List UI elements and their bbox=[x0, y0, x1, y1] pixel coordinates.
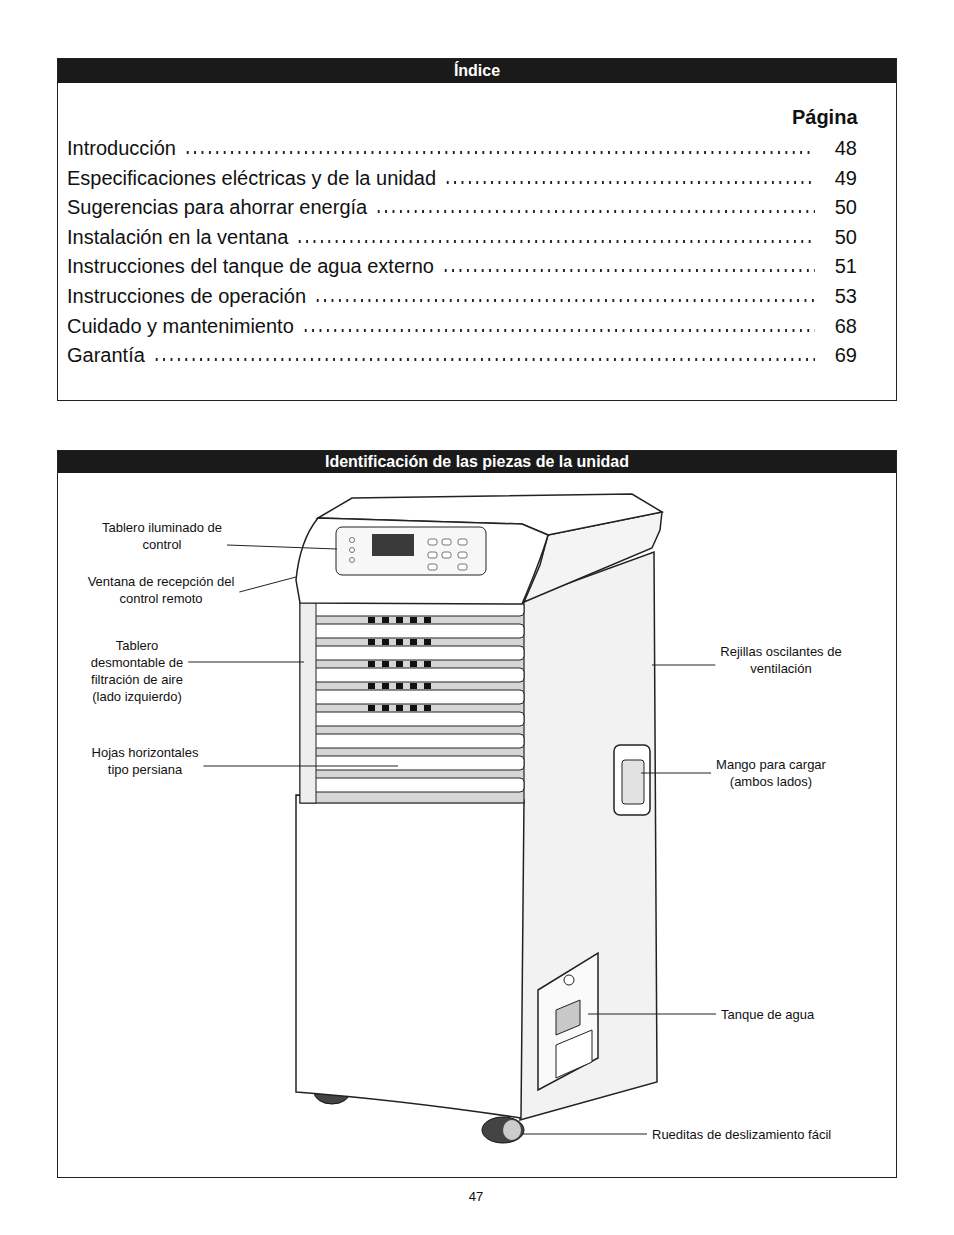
toc-entry: Cuidado y mantenimiento bbox=[67, 313, 294, 339]
leader-line bbox=[203, 766, 398, 767]
dot-leader bbox=[302, 329, 815, 332]
part-label: Rejillas oscilantes de ventilación bbox=[717, 643, 845, 677]
toc-entry: Introducción bbox=[67, 135, 176, 161]
page-number: 49 bbox=[823, 165, 857, 191]
toc-row: Introducción 48 bbox=[67, 135, 857, 161]
dot-leader bbox=[375, 210, 815, 213]
toc-entry: Sugerencias para ahorrar energía bbox=[67, 194, 367, 220]
page-number: 68 bbox=[823, 313, 857, 339]
toc-entry: Garantía bbox=[67, 342, 145, 368]
section-heading: Índice bbox=[58, 59, 896, 83]
page-number: 53 bbox=[823, 283, 857, 309]
dot-leader bbox=[296, 240, 815, 243]
page-number: 50 bbox=[823, 224, 857, 250]
leader-line bbox=[239, 577, 296, 592]
toc-row: Cuidado y mantenimiento 68 bbox=[67, 313, 857, 339]
dot-leader bbox=[444, 181, 815, 184]
dot-leader bbox=[442, 269, 815, 272]
page-number: 47 bbox=[456, 1188, 496, 1205]
column-heading: Página bbox=[792, 104, 858, 130]
toc-row: Instrucciones del tanque de agua externo… bbox=[67, 253, 857, 279]
toc-entry: Instalación en la ventana bbox=[67, 224, 288, 250]
dot-leader bbox=[314, 299, 815, 302]
leader-line bbox=[522, 1134, 647, 1135]
toc-row: Garantía 69 bbox=[67, 342, 857, 368]
leader-line bbox=[641, 773, 711, 774]
dot-leader bbox=[184, 151, 815, 154]
toc-row: Instalación en la ventana 50 bbox=[67, 224, 857, 250]
toc-entry: Especificaciones eléctricas y de la unid… bbox=[67, 165, 436, 191]
toc-row: Instrucciones de operación 53 bbox=[67, 283, 857, 309]
page-number: 51 bbox=[823, 253, 857, 279]
toc-entry: Instrucciones de operación bbox=[67, 283, 306, 309]
toc-entry: Instrucciones del tanque de agua externo bbox=[67, 253, 434, 279]
page-number: 69 bbox=[823, 342, 857, 368]
part-label: Mango para cargar (ambos lados) bbox=[710, 756, 832, 790]
part-label: Hojas horizontales tipo persiana bbox=[84, 744, 206, 778]
page-number: 48 bbox=[823, 135, 857, 161]
part-label: Tablero desmontable de filtración de air… bbox=[81, 637, 193, 705]
toc-row: Especificaciones eléctricas y de la unid… bbox=[67, 165, 857, 191]
dot-leader bbox=[153, 358, 815, 361]
index-box: ÍndicePáginaIntroducción 48Especificacion… bbox=[57, 58, 897, 401]
leader-line bbox=[652, 665, 715, 666]
part-label: Ventana de recepción del control remoto bbox=[87, 573, 235, 607]
leader-line bbox=[227, 545, 337, 549]
section-heading: Identificación de las piezas de la unida… bbox=[58, 451, 896, 473]
page-number: 50 bbox=[823, 194, 857, 220]
part-label: Tanque de agua bbox=[721, 1006, 814, 1023]
leader-line bbox=[588, 1014, 716, 1015]
leader-line bbox=[188, 662, 304, 663]
part-label: Rueditas de deslizamiento fácil bbox=[652, 1126, 831, 1143]
parts-box: Identificación de las piezas de la unida… bbox=[57, 450, 897, 1178]
part-label: Tablero iluminado de control bbox=[100, 519, 224, 553]
toc-row: Sugerencias para ahorrar energía 50 bbox=[67, 194, 857, 220]
